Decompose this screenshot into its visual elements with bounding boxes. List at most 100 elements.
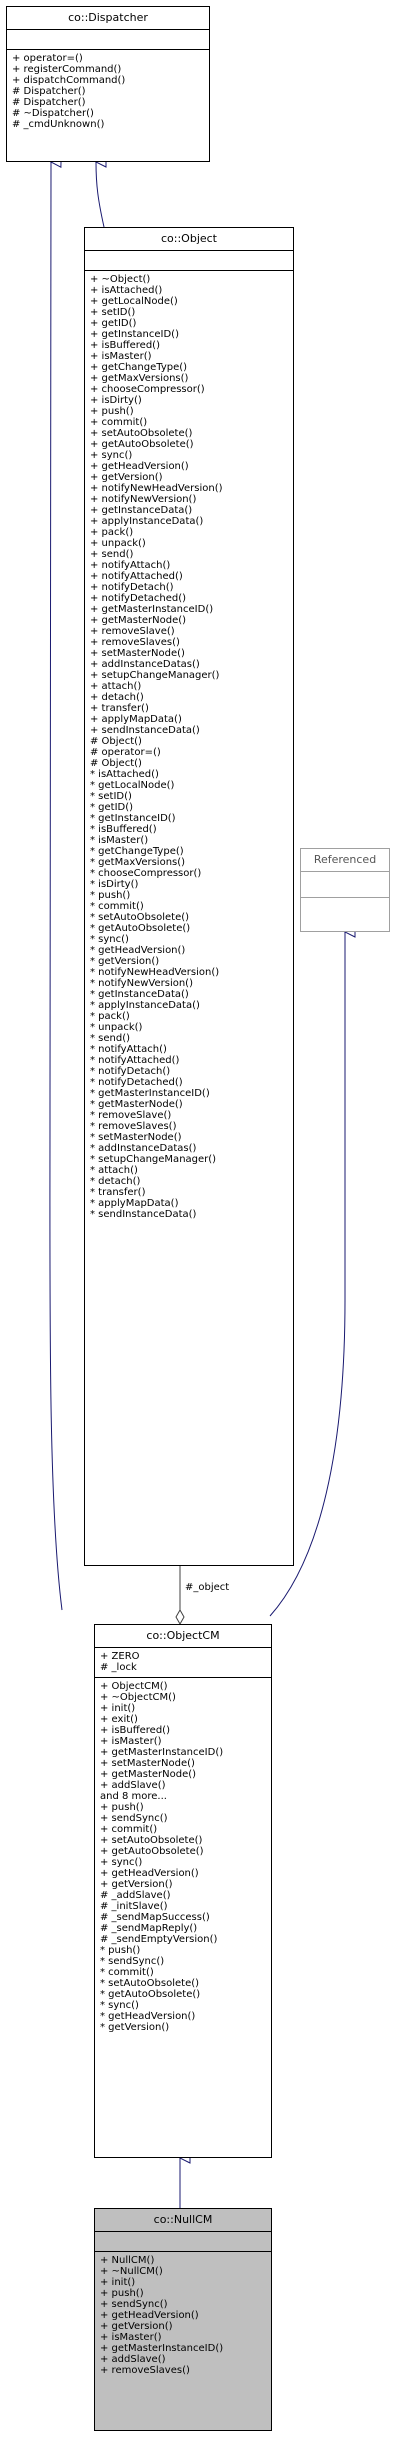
operation: * detach()	[90, 1176, 141, 1187]
operation: * sendInstanceData()	[90, 1209, 197, 1220]
operation: * isMaster()	[90, 835, 149, 846]
operation: + setID()	[90, 307, 136, 318]
operation: + notifyAttached()	[90, 571, 183, 582]
class-objectcm[interactable]: co::ObjectCM + ZERO # _lock + ObjectCM()…	[94, 1624, 272, 2158]
class-object-operations: + ~Object() + isAttached() + getLocalNod…	[85, 271, 293, 1224]
operation: # ~Dispatcher()	[12, 108, 94, 119]
operation: + setupChangeManager()	[90, 670, 220, 681]
operation: # Object()	[90, 736, 142, 747]
operation: + send()	[90, 549, 134, 560]
operation: * commit()	[100, 1967, 154, 1978]
operation: * send()	[90, 1033, 131, 1044]
class-object-name: co::Object	[85, 228, 293, 251]
operation: + getMaxVersions()	[90, 373, 189, 384]
operation: + sendSync()	[100, 1813, 168, 1824]
class-objectcm-name: co::ObjectCM	[95, 1625, 271, 1648]
operation: * getInstanceData()	[90, 989, 189, 1000]
operation: + addSlave()	[100, 1780, 166, 1791]
operation: + ~NullCM()	[100, 2266, 163, 2277]
operation: * getInstanceID()	[90, 813, 176, 824]
class-referenced-operations	[301, 898, 389, 923]
class-dispatcher[interactable]: co::Dispatcher + operator=() + registerC…	[6, 6, 210, 162]
operation: + applyInstanceData()	[90, 516, 204, 527]
operation: * notifyDetached()	[90, 1077, 183, 1088]
operation: + getMasterInstanceID()	[90, 604, 214, 615]
operation: # Object()	[90, 758, 142, 769]
operation: # _sendEmptyVersion()	[100, 1934, 218, 1945]
operation: * isAttached()	[90, 769, 159, 780]
attribute: + ZERO	[100, 1651, 140, 1662]
operation: # _initSlave()	[100, 1901, 168, 1912]
operation: + getHeadVersion()	[90, 461, 189, 472]
operation: * setupChangeManager()	[90, 1154, 217, 1165]
operation: + unpack()	[90, 538, 146, 549]
operation: # operator=()	[90, 747, 161, 758]
operation: * getLocalNode()	[90, 780, 175, 791]
operation: + isAttached()	[90, 285, 163, 296]
operation: * getID()	[90, 802, 134, 813]
operation: + transfer()	[90, 703, 149, 714]
class-object-attributes	[85, 251, 293, 271]
operation: # _sendMapReply()	[100, 1923, 198, 1934]
operation: + init()	[100, 2277, 136, 2288]
operation: + ~Object()	[90, 274, 151, 285]
operation: + commit()	[90, 417, 148, 428]
operation: * notifyDetach()	[90, 1066, 171, 1077]
operation: * push()	[100, 1945, 141, 1956]
operation: + getAutoObsolete()	[90, 439, 194, 450]
operation: + getHeadVersion()	[100, 1868, 199, 1879]
operation: + push()	[100, 1802, 144, 1813]
class-object[interactable]: co::Object + ~Object() + isAttached() + …	[84, 227, 294, 1566]
operation: + setAutoObsolete()	[90, 428, 193, 439]
operation: * removeSlaves()	[90, 1121, 177, 1132]
operation: + getVersion()	[100, 1879, 173, 1890]
operation: + getInstanceID()	[90, 329, 179, 340]
operation: + init()	[100, 1703, 136, 1714]
composition-label-object: #_object	[185, 1582, 230, 1593]
class-dispatcher-name: co::Dispatcher	[7, 7, 209, 30]
operation: * getVersion()	[100, 2022, 170, 2033]
operation: + push()	[90, 406, 134, 417]
operation: + getMasterNode()	[90, 615, 187, 626]
operation: * getMasterInstanceID()	[90, 1088, 210, 1099]
operation: + removeSlaves()	[100, 2365, 190, 2376]
operation: * commit()	[90, 901, 144, 912]
operation: * isBuffered()	[90, 824, 157, 835]
operation: * getHeadVersion()	[90, 945, 186, 956]
operation: + sendInstanceData()	[90, 725, 200, 736]
operation: * notifyAttach()	[90, 1044, 167, 1055]
operation: * getMaxVersions()	[90, 857, 186, 868]
operation: * chooseCompressor()	[90, 868, 202, 879]
operation: * pack()	[90, 1011, 130, 1022]
operation: + exit()	[100, 1714, 138, 1725]
operation: * removeSlave()	[90, 1110, 172, 1121]
operation: * sendSync()	[100, 1956, 165, 1967]
operation: + ObjectCM()	[100, 1681, 168, 1692]
operation: * notifyAttached()	[90, 1055, 180, 1066]
operation: + registerCommand()	[12, 64, 122, 75]
class-referenced[interactable]: Referenced	[300, 848, 390, 932]
operation: * sync()	[100, 2000, 139, 2011]
operation: + getChangeType()	[90, 362, 188, 373]
operation: + getID()	[90, 318, 137, 329]
operation: * isDirty()	[90, 879, 139, 890]
operation: * transfer()	[90, 1187, 146, 1198]
operation: + removeSlave()	[90, 626, 175, 637]
operation: + getVersion()	[100, 2321, 173, 2332]
operation: + addSlave()	[100, 2354, 166, 2365]
operation: + applyMapData()	[90, 714, 182, 725]
operation: * setAutoObsolete()	[90, 912, 190, 923]
class-nullcm-name: co::NullCM	[95, 2209, 271, 2232]
more-operations-link[interactable]: and 8 more...	[100, 1791, 167, 1802]
class-nullcm[interactable]: co::NullCM + NullCM() + ~NullCM() + init…	[94, 2208, 272, 2431]
operation: + commit()	[100, 1824, 158, 1835]
class-nullcm-operations: + NullCM() + ~NullCM() + init() + push()…	[95, 2252, 271, 2380]
operation: + setMasterNode()	[90, 648, 185, 659]
operation: # Dispatcher()	[12, 86, 86, 97]
operation: * attach()	[90, 1165, 138, 1176]
operation: + NullCM()	[100, 2255, 155, 2266]
operation: * setAutoObsolete()	[100, 1978, 200, 1989]
operation: * getAutoObsolete()	[90, 923, 191, 934]
operation: # _sendMapSuccess()	[100, 1912, 210, 1923]
operation: # Dispatcher()	[12, 97, 86, 108]
